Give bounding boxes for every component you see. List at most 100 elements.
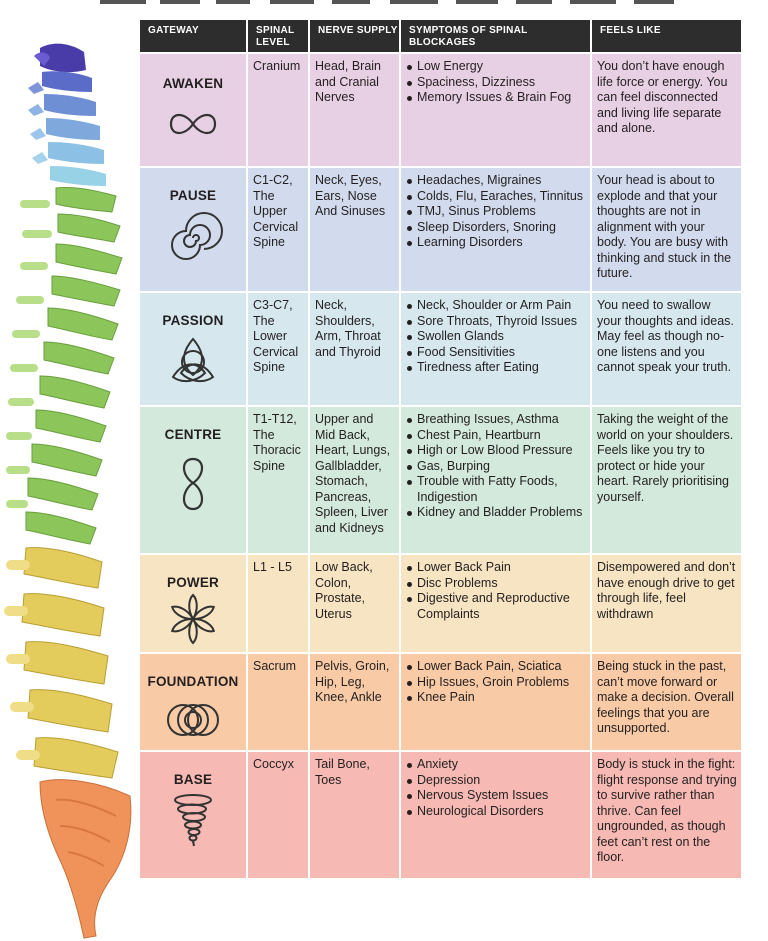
figure-eight-icon bbox=[182, 457, 204, 511]
gateway-cell: CENTRE bbox=[140, 407, 246, 553]
nerve-supply-cell: Tail Bone, Toes bbox=[310, 752, 399, 878]
nerve-supply-cell: Neck, Shoulders, Arm, Throat and Thyroid bbox=[310, 293, 399, 405]
gateway-name: CENTRE bbox=[164, 427, 222, 442]
symptom-item: Low Energy bbox=[406, 59, 586, 75]
cervical-vertebrae bbox=[28, 43, 106, 186]
nerve-supply-cell: Low Back, Colon, Prostate, Uterus bbox=[310, 555, 399, 652]
symptom-item: Breathing Issues, Asthma bbox=[406, 412, 586, 428]
symptom-item: Lower Back Pain, Sciatica bbox=[406, 659, 586, 675]
triquetra-icon bbox=[171, 337, 215, 383]
spinal-level-cell: T1-T12, The Thoracic Spine bbox=[248, 407, 308, 553]
lumbar-vertebrae bbox=[21, 547, 119, 779]
symptom-item: Kidney and Bladder Problems bbox=[406, 505, 586, 521]
overlapping-circles-icon bbox=[167, 704, 219, 736]
spinal-level-cell: L1 - L5 bbox=[248, 555, 308, 652]
gateway-name: PAUSE bbox=[169, 188, 217, 203]
chakra-spine-table: GATEWAY SPINAL LEVEL NERVE SUPPLY SYMPTO… bbox=[140, 20, 741, 878]
symptom-item: Learning Disorders bbox=[406, 235, 586, 251]
nerve-supply-cell: Neck, Eyes, Ears, Nose And Sinuses bbox=[310, 168, 399, 291]
gateway-name: BASE bbox=[173, 772, 213, 787]
symptom-item: Colds, Flu, Earaches, Tinnitus bbox=[406, 189, 586, 205]
sacrum-coccyx bbox=[39, 779, 132, 939]
symptom-item: Disc Problems bbox=[406, 576, 586, 592]
nerve-supply-cell: Upper and Mid Back, Heart, Lungs, Gallbl… bbox=[310, 407, 399, 553]
thoracic-vertebrae bbox=[25, 187, 123, 545]
spinal-level-cell: C1-C2, The Upper Cervical Spine bbox=[248, 168, 308, 291]
flower-icon bbox=[170, 593, 216, 645]
symptom-item: Knee Pain bbox=[406, 690, 586, 706]
gateway-name: FOUNDATION bbox=[147, 674, 239, 689]
gateway-name: POWER bbox=[166, 575, 219, 590]
spine-illustration bbox=[4, 43, 132, 939]
gateway-cell: POWER bbox=[140, 555, 246, 652]
symptom-item: Neck, Shoulder or Arm Pain bbox=[406, 298, 586, 314]
nerve-supply-cell: Head, Brain and Cranial Nerves bbox=[310, 54, 399, 166]
symptom-item: Trouble with Fatty Foods, Indigestion bbox=[406, 474, 586, 505]
spinal-level-cell: Sacrum bbox=[248, 654, 308, 750]
nerve-supply-cell: Pelvis, Groin, Hip, Leg, Knee, Ankle bbox=[310, 654, 399, 750]
symptom-item: Sleep Disorders, Snoring bbox=[406, 220, 586, 236]
symptom-item: Headaches, Migraines bbox=[406, 173, 586, 189]
feels-like-cell: You need to swallow your thoughts and id… bbox=[592, 293, 741, 405]
symptom-item: Gas, Burping bbox=[406, 459, 586, 475]
symptom-item: Neurological Disorders bbox=[406, 804, 586, 820]
spinal-level-cell: Coccyx bbox=[248, 752, 308, 878]
symptom-item: Nervous System Issues bbox=[406, 788, 586, 804]
symptom-item: Chest Pain, Heartburn bbox=[406, 428, 586, 444]
symptom-item: Swollen Glands bbox=[406, 329, 586, 345]
gateway-cell: FOUNDATION bbox=[140, 654, 246, 750]
gateway-name: AWAKEN bbox=[162, 76, 224, 91]
symptom-item: TMJ, Sinus Problems bbox=[406, 204, 586, 220]
symptom-item: Spaciness, Dizziness bbox=[406, 75, 586, 91]
spinal-level-cell: Cranium bbox=[248, 54, 308, 166]
header-nerve-supply: NERVE SUPPLY bbox=[310, 20, 399, 52]
gateway-cell: BASE bbox=[140, 752, 246, 878]
symptom-item: Food Sensitivities bbox=[406, 345, 586, 361]
header-gateway: GATEWAY bbox=[140, 20, 246, 52]
feels-like-cell: Being stuck in the past, can’t move forw… bbox=[592, 654, 741, 750]
gateway-cell: AWAKEN bbox=[140, 54, 246, 166]
spiral-icon bbox=[171, 212, 223, 260]
cropped-title-remnant bbox=[100, 0, 674, 4]
spinal-level-cell: C3-C7, The Lower Cervical Spine bbox=[248, 293, 308, 405]
gateway-cell: PAUSE bbox=[140, 168, 246, 291]
vortex-icon bbox=[174, 794, 212, 847]
feels-like-cell: Taking the weight of the world on your s… bbox=[592, 407, 741, 553]
feels-like-cell: Body is stuck in the fight: flight respo… bbox=[592, 752, 741, 878]
symptom-item: Sore Throats, Thyroid Issues bbox=[406, 314, 586, 330]
symptom-item: Hip Issues, Groin Problems bbox=[406, 675, 586, 691]
symptom-item: Anxiety bbox=[406, 757, 586, 773]
infinity-icon bbox=[169, 113, 217, 135]
symptom-item: Digestive and Reproductive Complaints bbox=[406, 591, 586, 622]
feels-like-cell: Disempowered and don’t have enough drive… bbox=[592, 555, 741, 652]
symptom-item: Depression bbox=[406, 773, 586, 789]
header-spinal-level: SPINAL LEVEL bbox=[248, 20, 308, 52]
symptom-item: Tiredness after Eating bbox=[406, 360, 586, 376]
feels-like-cell: You don’t have enough life force or ener… bbox=[592, 54, 741, 166]
gateway-cell: PASSION bbox=[140, 293, 246, 405]
symptom-item: High or Low Blood Pressure bbox=[406, 443, 586, 459]
header-feels-like: FEELS LIKE bbox=[592, 20, 741, 52]
feels-like-cell: Your head is about to explode and that y… bbox=[592, 168, 741, 291]
gateway-name: PASSION bbox=[162, 313, 224, 328]
